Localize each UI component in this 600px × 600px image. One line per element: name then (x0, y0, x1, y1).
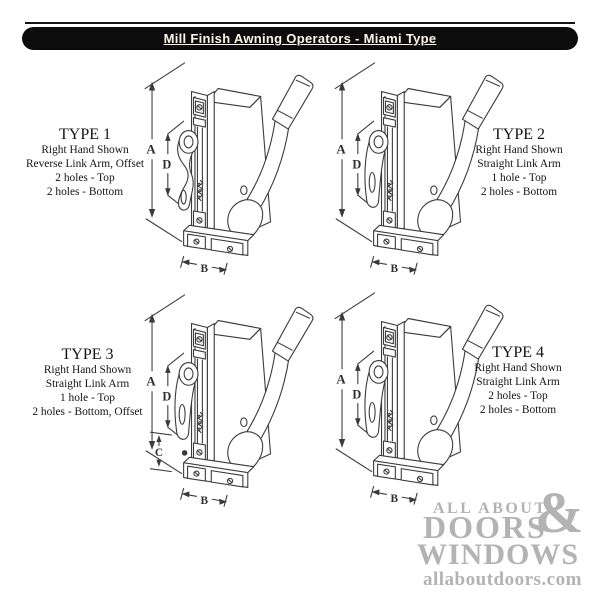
type3-drawing: A D C B (144, 294, 314, 507)
type-desc-line: 2 holes - Bottom (46, 186, 124, 199)
type2-drawing: A D B (334, 62, 504, 275)
type-desc-line: Straight Link Arm (45, 378, 130, 391)
watermark-ampersand: & (535, 480, 584, 545)
watermark-url: allaboutdoors.com (423, 569, 582, 590)
dimension-c-lines (149, 431, 188, 473)
type-desc-line: 2 holes - Bottom, Offset (32, 406, 143, 419)
dim-d-label: D (162, 158, 171, 172)
type-desc-line: Straight Link Arm (477, 158, 561, 171)
dim-d-label: D (352, 388, 361, 402)
header-banner: Mill Finish Awning Operators - Miami Typ… (22, 27, 578, 50)
type4-drawing: A D B (334, 292, 504, 505)
dim-d-label: D (162, 390, 171, 404)
dim-b-label: B (201, 263, 209, 275)
dim-b-label: B (391, 493, 399, 505)
type1-label-block: TYPE 1 Right Hand Shown Reverse Link Arm… (10, 126, 160, 200)
type1-drawing: A D B (144, 62, 314, 275)
watermark-windows: WINDOWS (417, 538, 580, 571)
type-desc-line: 1 hole - Top (491, 172, 547, 185)
type-desc-line: Right Hand Shown (474, 362, 562, 375)
dim-b-label: B (391, 263, 399, 275)
top-rule (25, 22, 575, 24)
type3-title: TYPE 3 (61, 346, 114, 363)
dim-a-label: A (146, 375, 156, 389)
type4-title: TYPE 4 (492, 344, 544, 361)
type2-label-block: TYPE 2 Right Hand Shown Straight Link Ar… (443, 126, 595, 200)
type-desc-line: Right Hand Shown (41, 144, 129, 157)
dim-d-label: D (352, 158, 361, 172)
type-desc-line: 1 hole - Top (60, 392, 115, 405)
type-desc-line: Right Hand Shown (475, 144, 563, 157)
type-desc-line: Reverse Link Arm, Offset (25, 158, 145, 171)
type-desc-line: 2 holes - Bottom (480, 186, 558, 199)
dim-a-label: A (146, 143, 156, 157)
dim-c-label: C (155, 447, 163, 459)
page-title: Mill Finish Awning Operators - Miami Typ… (163, 31, 437, 46)
type-desc-line: 2 holes - Top (488, 390, 548, 403)
type4-label-block: TYPE 4 Right Hand Shown Straight Link Ar… (440, 344, 596, 418)
type-desc-line: Straight Link Arm (476, 376, 560, 389)
type3-label-block: TYPE 3 Right Hand Shown Straight Link Ar… (5, 346, 170, 420)
type-desc-line: Right Hand Shown (43, 364, 132, 377)
dim-a-label: A (336, 143, 346, 157)
type-desc-line: 2 holes - Bottom (479, 404, 557, 417)
type2-title: TYPE 2 (493, 126, 545, 143)
watermark: ALL ABOUT & DOORS WINDOWS allaboutdoors.… (415, 484, 600, 594)
type-desc-line: 2 holes - Top (55, 172, 115, 185)
watermark-all-about: ALL ABOUT (433, 500, 548, 517)
watermark-doors: DOORS (423, 509, 547, 545)
type1-title: TYPE 1 (59, 126, 111, 143)
dim-a-label: A (336, 373, 346, 387)
dim-b-label: B (201, 495, 209, 507)
